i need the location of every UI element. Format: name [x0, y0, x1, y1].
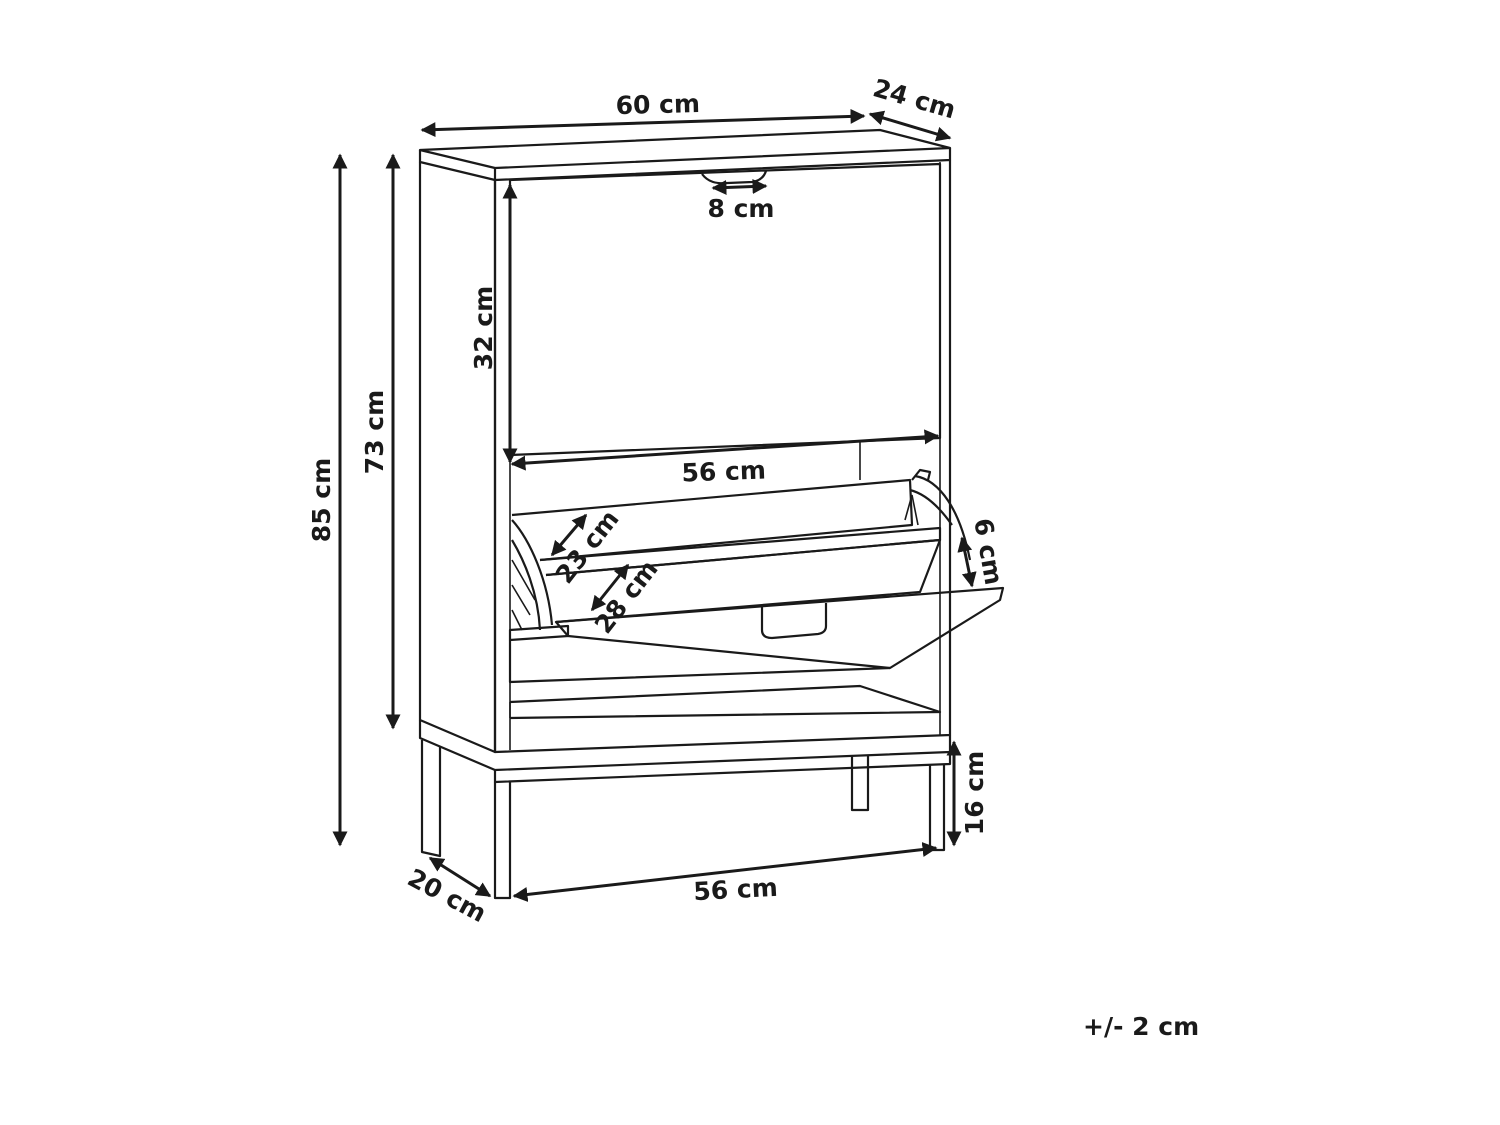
label-width-top: 60 cm: [615, 89, 700, 120]
label-leg-depth: 20 cm: [403, 863, 491, 928]
left-hinge: [511, 519, 554, 626]
dim-line-width-top: [420, 108, 866, 138]
dim-line-leg-span: [512, 842, 938, 902]
label-handle-width: 8 cm: [708, 194, 775, 223]
cabinet-top: [418, 128, 952, 170]
dim-line-leg-depth: [428, 856, 492, 898]
label-height-total: 85 cm: [307, 458, 336, 542]
dim-line-flap-gap: [957, 536, 977, 588]
drawer-handle: [760, 603, 828, 640]
tolerance-note: +/- 2 cm: [1083, 1012, 1200, 1041]
open-drawer-front: [554, 586, 1005, 670]
leg-right-back: [850, 755, 870, 812]
cabinet-front-frame: [493, 160, 952, 754]
label-top-compartment: 32 cm: [469, 286, 498, 370]
dim-line-depth-top: [868, 110, 952, 142]
dim-line-handle: [711, 179, 768, 195]
dim-line-inner-width: [510, 429, 940, 471]
dimension-lines: [332, 108, 977, 902]
label-inner-width: 56 cm: [681, 456, 766, 488]
dim-line-shelf-lower: [590, 563, 630, 612]
label-leg-span: 56 cm: [693, 873, 779, 906]
cabinet-left-side: [418, 162, 497, 754]
label-leg-height: 16 cm: [960, 751, 989, 835]
dim-line-shelf-upper: [550, 513, 588, 557]
label-shelf-upper: 23 cm: [550, 505, 625, 589]
label-height-body: 73 cm: [360, 390, 389, 474]
leg-right-front: [928, 764, 946, 852]
open-drawer-back: [511, 478, 914, 562]
leg-left-front: [493, 782, 512, 900]
dimension-labels: 60 cm 24 cm 8 cm 85 cm 73 cm 32 cm 56 cm…: [307, 73, 1008, 928]
cabinet-drawing: [418, 128, 1005, 900]
leg-left-back: [420, 740, 442, 858]
label-flap-gap: 6 cm: [968, 516, 1008, 587]
bottom-open-shelf: [509, 684, 942, 720]
right-hinge-arm: [914, 474, 972, 561]
